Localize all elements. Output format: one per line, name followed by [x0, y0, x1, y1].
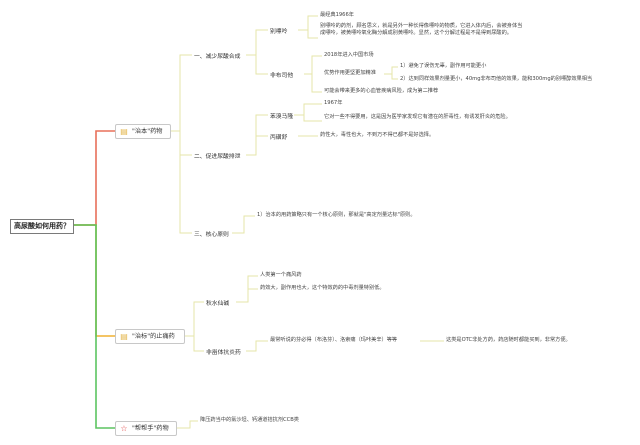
nsaids-desc: 最常听说的芬必得（布洛芬）、洛索痛（玛咔美辛）等等: [270, 337, 398, 343]
branch-helper-drugs[interactable]: ☆ "帮帮手"药物: [115, 421, 177, 436]
document-icon: ▤: [120, 127, 128, 136]
branch-cure-drugs[interactable]: ▤ "治本"药物: [115, 124, 171, 139]
root-topic[interactable]: 高尿酸如何用药？: [10, 219, 74, 234]
probenecid-label[interactable]: 丙磺舒: [270, 135, 288, 141]
topic-reduce-synthesis[interactable]: 一、减少尿酸合成: [194, 54, 241, 60]
nsaids-otc-note: 这类是OTC非处方药，药店随时都能买到，非常方便。: [446, 337, 571, 343]
core-principle-desc: 1）治本的用药策略只有一个核心原则，那就是"高定剂量达标"原则。: [257, 212, 416, 218]
benzbromarone-label[interactable]: 苯溴马隆: [270, 114, 294, 120]
febuxostat-year: 2018年进入中国市场: [324, 52, 374, 58]
helper-drugs-desc: 降压药当中的氯沙坦、钙通道拮抗剂CCB类: [200, 417, 299, 423]
benzbromarone-desc: 它对一些不得要用，这是因为医学家发现它有潜在的肝毒性，有诱发肝炎的危险。: [324, 114, 511, 120]
febuxostat-risk: 可能会带来更多的心血管疾病风险，成为第二推荐: [324, 88, 439, 94]
febuxostat-advantage: 优势作用更坚更加精准: [324, 70, 376, 76]
topic-promote-excretion[interactable]: 二、促进尿酸排泄: [194, 154, 241, 160]
febuxostat-point-2: 2）达到同样效果剂量更小，40mg非布司他的效果，能和300mg的别嘌醇效果相当: [400, 76, 593, 82]
nsaids-label[interactable]: 非甾体抗炎药: [206, 350, 241, 356]
allopurinol-label[interactable]: 别嘌呤: [270, 29, 288, 35]
branch-painkillers[interactable]: ▤ "治标"的止痛药: [115, 329, 185, 344]
topic-core-principle[interactable]: 三、核心原则: [194, 232, 229, 238]
branch-helper-drugs-label: "帮帮手"药物: [132, 425, 169, 432]
branch-painkillers-label: "治标"的止痛药: [132, 333, 175, 340]
febuxostat-label[interactable]: 非布司他: [270, 73, 294, 79]
colchicine-label[interactable]: 秋水仙碱: [206, 301, 230, 307]
febuxostat-point-1: 1）避免了误伤无辜，副作用可能更小: [400, 63, 487, 69]
benzbromarone-year: 1967年: [324, 100, 343, 106]
colchicine-line-2: 药效大，副作用也大，这个特效药的中毒剂量特别低。: [260, 285, 385, 291]
allopurinol-year: 最经典1966年: [320, 12, 354, 18]
star-icon: ☆: [120, 424, 128, 433]
document-icon: ▤: [120, 332, 128, 341]
allopurinol-desc: 别嘌呤的药剂，顾名思义，就是另外一种长得像嘌呤的物质，它进入体内后，会被身体当成…: [320, 23, 523, 36]
branch-cure-drugs-label: "治本"药物: [132, 128, 163, 135]
colchicine-line-1: 人类第一个痛风药: [260, 272, 302, 278]
probenecid-desc: 药性大，毒性也大，不到万不得已都不是好选择。: [320, 132, 435, 138]
